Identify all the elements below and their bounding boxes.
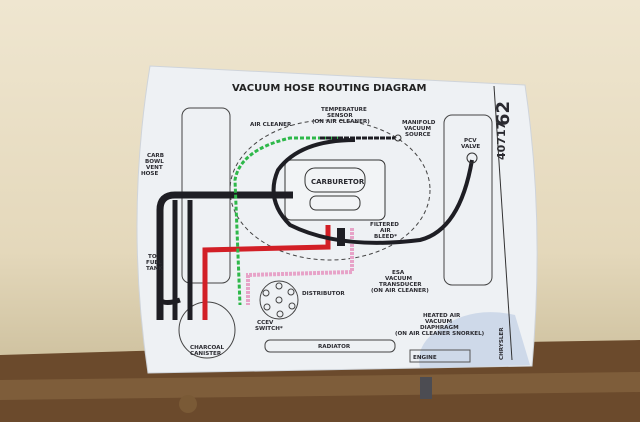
- svg-text:VALVE: VALVE: [461, 144, 480, 150]
- svg-text:PCV: PCV: [464, 138, 477, 144]
- svg-text:CANISTER: CANISTER: [190, 351, 222, 357]
- engine-label: ENGINE: [413, 355, 437, 361]
- floor-object: [420, 377, 432, 399]
- radiator-label: RADIATOR: [318, 344, 351, 350]
- to-fuel-tank-label: TO FUEL TANK: [146, 254, 163, 272]
- svg-text:(ON AIR CLEANER): (ON AIR CLEANER): [312, 119, 370, 125]
- svg-text:HEATED AIR: HEATED AIR: [423, 313, 461, 319]
- carburetor-label: CARBURETOR: [311, 178, 365, 186]
- carburetor-body: [284, 159, 386, 221]
- svg-text:AIR: AIR: [380, 228, 391, 234]
- pcv-valve-icon: [466, 152, 478, 164]
- pcv-valve-label: PCV VALVE: [461, 138, 480, 150]
- svg-text:VACUUM: VACUUM: [425, 319, 452, 325]
- svg-text:CHARCOAL: CHARCOAL: [190, 345, 224, 351]
- svg-text:TEMPERATURE: TEMPERATURE: [321, 107, 367, 113]
- floor-debris: [179, 395, 197, 413]
- fuel-tank-hose: [157, 280, 181, 305]
- svg-text:SENSOR: SENSOR: [327, 113, 353, 119]
- svg-text:(ON AIR CLEANER): (ON AIR CLEANER): [371, 288, 429, 294]
- red-vacuum-hose: [202, 225, 331, 320]
- distributor-icon: [259, 280, 299, 320]
- esa-vacuum-label: ESA VACUUM TRANSDUCER (ON AIR CLEANER): [371, 270, 429, 294]
- svg-text:SOURCE: SOURCE: [405, 132, 431, 138]
- svg-text:FILTERED: FILTERED: [370, 222, 399, 228]
- svg-text:CARB: CARB: [147, 153, 164, 159]
- svg-text:TANK: TANK: [146, 266, 163, 272]
- temperature-sensor-label: TEMPERATURE SENSOR (ON AIR CLEANER): [312, 107, 370, 125]
- brand-logo: CHRYSLER: [499, 327, 505, 360]
- svg-text:BLEED*: BLEED*: [374, 234, 397, 240]
- distributor-label: DISTRIBUTOR: [302, 291, 345, 297]
- carb-bowl-vent-hose: [156, 191, 293, 320]
- svg-text:62: 62: [493, 101, 514, 126]
- svg-text:MANIFOLD: MANIFOLD: [402, 120, 436, 126]
- svg-text:ESA: ESA: [392, 270, 405, 276]
- svg-text:VACUUM: VACUUM: [385, 276, 412, 282]
- filtered-air-bleed-label: FILTERED AIR BLEED*: [370, 222, 399, 240]
- manifold-vacuum-label: MANIFOLD VACUUM SOURCE: [402, 120, 436, 138]
- floor-board: [0, 372, 640, 400]
- diagram-title: VACUUM HOSE ROUTING DIAGRAM: [232, 83, 427, 94]
- svg-text:CCEV: CCEV: [257, 320, 274, 326]
- svg-text:TRANSDUCER: TRANSDUCER: [379, 282, 422, 288]
- svg-text:(ON AIR CLEANER SNORKEL): (ON AIR CLEANER SNORKEL): [395, 331, 485, 337]
- carburetor-top: [304, 167, 366, 193]
- pink-vacuum-hose: [246, 228, 354, 305]
- carburetor-base: [309, 195, 361, 211]
- ccev-switch-label: CCEV SWITCH*: [255, 320, 283, 332]
- svg-text:TO: TO: [148, 254, 157, 260]
- air-cleaner-label: AIR CLEANER: [250, 122, 292, 128]
- engine-box: [409, 349, 471, 363]
- right-fender-outline: [443, 114, 493, 286]
- heated-air-label: HEATED AIR VACUUM DIAPHRAGM (ON AIR CLEA…: [395, 313, 485, 337]
- divider-line: [493, 85, 513, 361]
- pcv-hose: [271, 138, 474, 245]
- air-cleaner-outline: [229, 119, 431, 261]
- svg-text:VACUUM: VACUUM: [404, 126, 431, 132]
- svg-text:HOSE: HOSE: [141, 171, 158, 177]
- svg-text:DIAPHRAGM: DIAPHRAGM: [420, 325, 459, 331]
- carb-bowl-vent-label: CARB BOWL VENT HOSE: [141, 153, 164, 177]
- svg-text:BOWL: BOWL: [145, 159, 164, 165]
- manifold-vacuum-port: [394, 134, 402, 142]
- water-stain: [419, 312, 530, 368]
- radiator-outline: [264, 339, 396, 353]
- svg-text:VENT: VENT: [146, 165, 163, 171]
- green-vacuum-hose: [233, 136, 340, 306]
- charcoal-canister-label: CHARCOAL CANISTER: [190, 345, 224, 357]
- svg-text:SWITCH*: SWITCH*: [255, 326, 283, 332]
- svg-text:FUEL: FUEL: [146, 260, 162, 266]
- carb-fitting: [337, 228, 345, 246]
